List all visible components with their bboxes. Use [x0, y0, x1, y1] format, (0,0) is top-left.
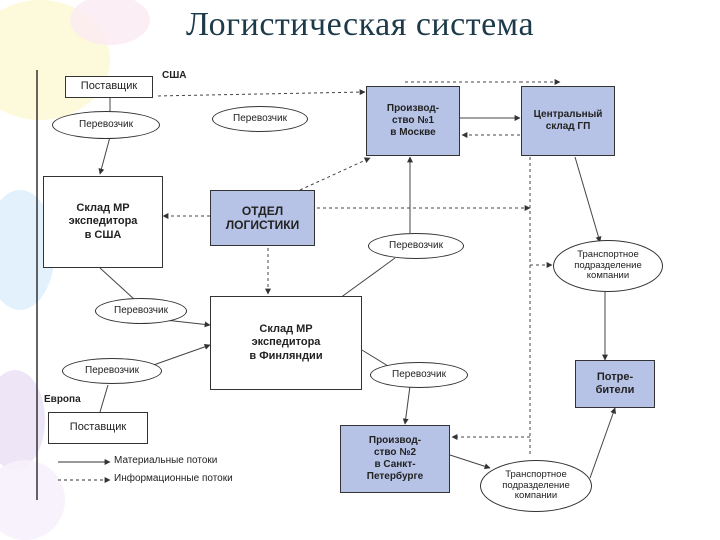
ellipse-transport-2: Транспортное подразделение компании: [480, 460, 592, 512]
box-warehouse-usa: Склад МР экспедитора в США: [43, 176, 163, 268]
page-title: Логистическая система: [185, 6, 535, 43]
flow-carrier-finland: [164, 319, 211, 328]
box-supplier-usa: Поставщик: [65, 76, 153, 98]
ellipse-carrier-5: Перевозчик: [62, 358, 162, 384]
flow-finland-carrier: [361, 349, 389, 367]
box-warehouse-finland: Склад МР экспедитора в Финляндии: [210, 296, 362, 390]
box-supplier-europe: Поставщик: [48, 412, 148, 444]
legend-material-text: Материальные потоки: [114, 455, 218, 466]
ellipse-carrier-4: Перевозчик: [95, 298, 187, 324]
ellipse-carrier-6: Перевозчик: [370, 362, 468, 388]
ellipse-carrier-1: Перевозчик: [52, 111, 160, 139]
flow-carrier-production2: [402, 385, 411, 425]
box-consumers: Потре- бители: [575, 360, 655, 408]
flow-carrier-warehouse-usa: [98, 136, 111, 175]
label-usa: США: [162, 70, 187, 81]
box-logistics-dept: ОТДЕЛ ЛОГИСТИКИ: [210, 190, 315, 246]
ellipse-transport-1: Транспортное подразделение компании: [553, 240, 663, 292]
flow-central-transport1: [574, 156, 602, 243]
label-europe: Европа: [44, 394, 81, 405]
flow-warehouse-usa-carrier: [99, 267, 136, 301]
ellipse-carrier-2: Перевозчик: [212, 106, 308, 132]
box-production-2: Производ- ство №2 в Санкт- Петербурге: [340, 425, 450, 493]
box-central-warehouse: Центральный склад ГП: [521, 86, 615, 156]
box-production-1: Производ- ство №1 в Москве: [366, 86, 460, 156]
legend-info-text: Информационные потоки: [114, 473, 233, 484]
info-logistics-production1: [299, 157, 371, 191]
ellipse-carrier-3: Перевозчик: [368, 233, 464, 259]
flow-supplier-eu-carrier: [99, 384, 109, 413]
flow-transport2-consumers: [589, 407, 617, 479]
flow-finland-carrier-mid: [339, 257, 396, 299]
flow-production2-transport2: [449, 454, 491, 470]
info-production1-supplier-usa: [154, 89, 366, 97]
